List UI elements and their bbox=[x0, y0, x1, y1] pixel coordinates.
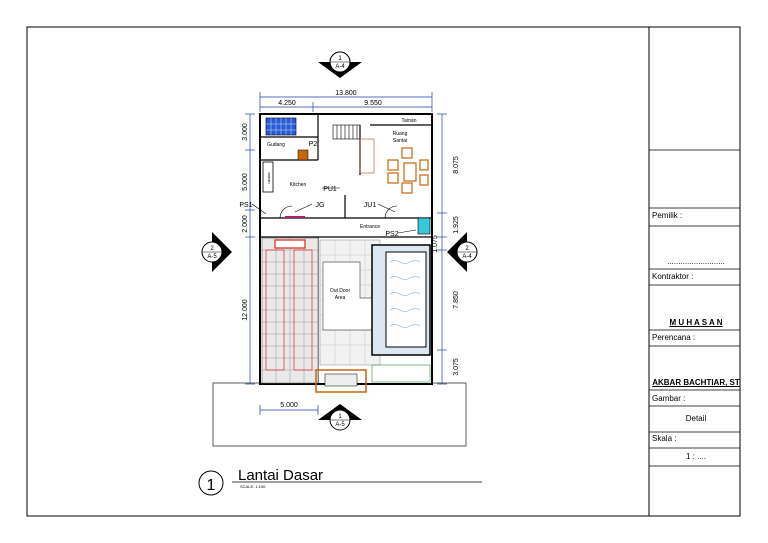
dim-right-4: 7.850 bbox=[453, 291, 460, 309]
marker-right-ref: A-4 bbox=[462, 254, 472, 260]
label-entrance: Entrance bbox=[360, 224, 380, 230]
sheet-border bbox=[26, 26, 741, 517]
label-jg: JG bbox=[316, 202, 325, 209]
label-taman: Taman bbox=[401, 118, 416, 124]
dim-left-3: 2.000 bbox=[242, 215, 249, 233]
gambar-value: Detail bbox=[685, 414, 707, 423]
kontraktor-label: Kontraktor : bbox=[652, 272, 694, 281]
dim-right-3: 1.075 bbox=[432, 235, 439, 253]
drawing-title: Lantai Dasar bbox=[238, 467, 323, 484]
label-gudang: Gudang bbox=[267, 142, 285, 148]
pool bbox=[371, 244, 431, 356]
section-marker-left bbox=[201, 232, 232, 272]
dim-left-1: 3.000 bbox=[242, 123, 249, 141]
dim-left-2: 5.000 bbox=[242, 173, 249, 191]
label-outdoor-1: Out Door bbox=[330, 288, 351, 294]
dimension-lines bbox=[245, 92, 447, 415]
marker-top-num: 1 bbox=[338, 56, 342, 62]
kitchen-counter bbox=[262, 161, 274, 193]
gudang-box bbox=[297, 149, 309, 161]
outdoor-area bbox=[319, 239, 381, 366]
gambar-label: Gambar : bbox=[652, 394, 686, 403]
perencana-label: Perencana : bbox=[652, 333, 696, 342]
title-block bbox=[649, 149, 740, 467]
label-pu1: PU1 bbox=[323, 186, 337, 193]
marker-bottom-ref: A-5 bbox=[335, 422, 345, 428]
label-ju1: JU1 bbox=[364, 202, 377, 209]
floor-plan bbox=[259, 113, 433, 393]
pemilik-value: .......................... bbox=[667, 257, 725, 266]
pemilik-label: Pemilik : bbox=[652, 211, 683, 220]
label-ps2: PS2 bbox=[385, 231, 398, 238]
label-ps1: PS1 bbox=[239, 202, 252, 209]
dim-right-1: 8.075 bbox=[453, 156, 460, 174]
ps2-marker bbox=[417, 217, 431, 235]
label-santai: Santai bbox=[393, 138, 407, 144]
marker-left-ref: A-5 bbox=[207, 254, 217, 260]
front-gate bbox=[315, 369, 367, 393]
section-marker-right bbox=[447, 232, 478, 272]
perencana-value: AKBAR BACHTIAR, ST bbox=[652, 378, 740, 387]
dim-left-width: 4.250 bbox=[278, 100, 296, 107]
marker-bottom-num: 1 bbox=[338, 414, 342, 420]
view-number-circle bbox=[198, 470, 224, 496]
sofa-set bbox=[387, 147, 429, 194]
dim-total-width: 13.800 bbox=[335, 90, 357, 97]
dim-right-5: 3.075 bbox=[453, 358, 460, 376]
label-kitchen: Kitchen bbox=[290, 182, 307, 188]
dim-right-2: 1.925 bbox=[453, 216, 460, 234]
drawing-scale: SCALE: 1:150 bbox=[240, 484, 266, 489]
view-number: 1 bbox=[207, 477, 216, 494]
dim-left-4: 12.000 bbox=[242, 299, 249, 321]
dim-bottom: 5.000 bbox=[280, 402, 298, 409]
section-marker-top bbox=[318, 51, 362, 78]
kontraktor-value: M U H A S A N bbox=[669, 318, 723, 327]
skala-label: Skala : bbox=[652, 434, 677, 443]
stairs bbox=[332, 124, 375, 174]
label-outdoor-2: Area bbox=[335, 295, 346, 301]
marker-top-ref: A-4 bbox=[335, 64, 345, 70]
garden-bed bbox=[371, 364, 431, 383]
label-taman-side: taman bbox=[267, 172, 272, 183]
skala-value: 1 : .... bbox=[685, 452, 706, 461]
marker-right-num: 2 bbox=[465, 246, 469, 252]
section-marker-bottom bbox=[318, 404, 362, 431]
label-ruang: Ruang bbox=[393, 131, 408, 137]
marker-left-num: 2 bbox=[210, 246, 214, 252]
label-p2: P2 bbox=[309, 141, 318, 148]
carport bbox=[261, 237, 319, 384]
dim-right-width: 9.550 bbox=[364, 100, 382, 107]
